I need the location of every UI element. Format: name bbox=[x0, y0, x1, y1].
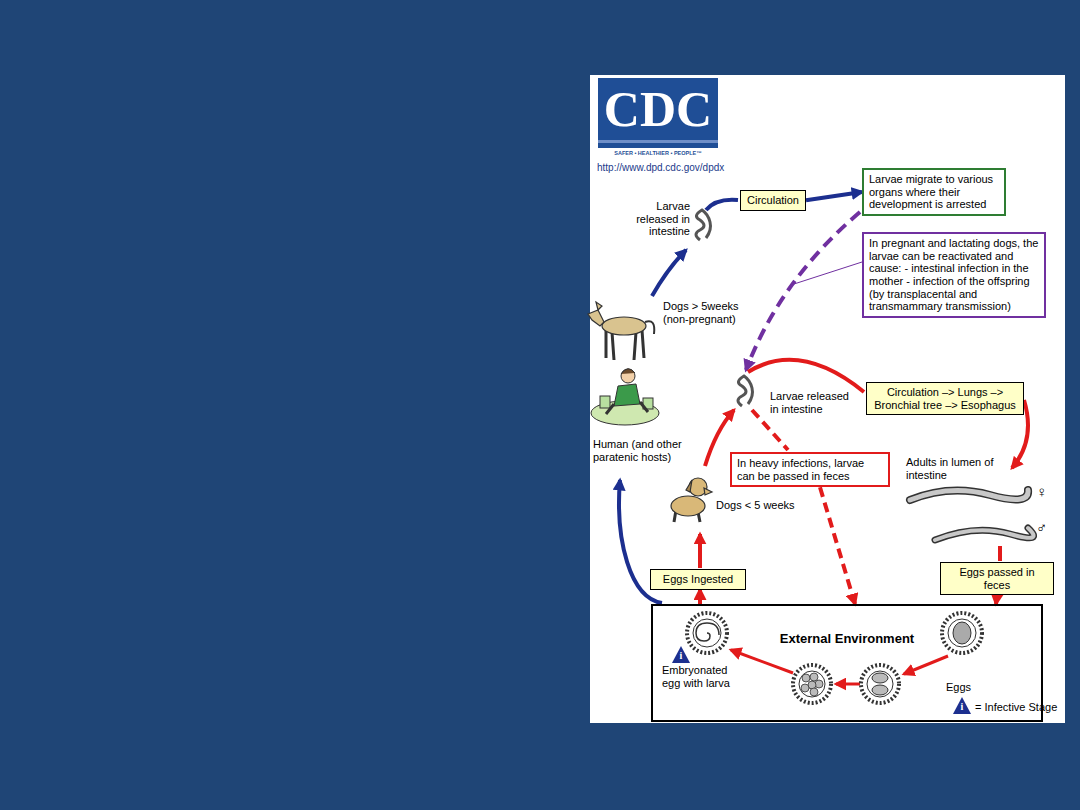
process-box: Eggs passed in feces bbox=[940, 562, 1054, 595]
eggs-part bbox=[793, 665, 831, 703]
cdc-logo-part bbox=[598, 78, 718, 148]
stage-note-box: In heavy infections, larvae can be passe… bbox=[730, 452, 890, 487]
eggs bbox=[687, 613, 982, 703]
eggs-part-part bbox=[810, 688, 818, 696]
eggs-part bbox=[693, 619, 721, 647]
node-text: Circulation –> Lungs –> Bronchial tree –… bbox=[872, 386, 1018, 411]
process-box: Circulation bbox=[740, 190, 806, 211]
stage-label: Adults in lumen of intestine bbox=[906, 456, 998, 481]
adult-worms-part bbox=[910, 490, 1028, 500]
adult-worms bbox=[910, 490, 1034, 540]
host-label: Human (and other paratenic hosts) bbox=[593, 438, 693, 463]
node-text: In heavy infections, larvae can be passe… bbox=[737, 457, 883, 482]
host-label: Dogs > 5weeks (non-pregnant) bbox=[663, 300, 755, 325]
human-child bbox=[591, 369, 659, 425]
puppy bbox=[671, 478, 712, 522]
puppy-part bbox=[671, 496, 705, 516]
human-child-part bbox=[614, 384, 640, 406]
node-text: In pregnant and lactating dogs, the larv… bbox=[869, 237, 1039, 313]
eggs-part bbox=[953, 622, 971, 644]
eggs-part bbox=[696, 623, 719, 641]
flow-arrow bbox=[820, 487, 855, 604]
puppy-part bbox=[686, 480, 692, 492]
eggs-part bbox=[872, 685, 888, 695]
node-text: Eggs Ingested bbox=[656, 573, 740, 586]
red-arrows-part bbox=[752, 410, 788, 450]
stage-label: Eggs bbox=[946, 681, 986, 694]
logo-text: CDC bbox=[598, 84, 718, 134]
human-child-part bbox=[621, 369, 635, 374]
eggs-part bbox=[942, 613, 982, 653]
sex-symbol: ♀ bbox=[1036, 483, 1052, 500]
adult-worms-part bbox=[935, 528, 1034, 540]
red-arrows-part bbox=[836, 683, 860, 686]
purple-dashed-arrow-part bbox=[794, 262, 862, 284]
eggs-part-part bbox=[801, 684, 809, 692]
eggs-part-part bbox=[810, 673, 818, 681]
eggs-part bbox=[687, 613, 727, 653]
blue-arrows-part bbox=[706, 200, 738, 210]
node-text: Circulation bbox=[746, 194, 800, 207]
human-child-part bbox=[621, 369, 635, 383]
infective-icon-letter: i bbox=[676, 650, 686, 662]
adult-dog bbox=[588, 302, 654, 360]
infective-stage-icon-part bbox=[953, 697, 971, 714]
adult-worms-part bbox=[910, 490, 1028, 500]
adult-worms-part bbox=[935, 528, 1034, 540]
adult-dog-part bbox=[588, 310, 604, 326]
eggs-part bbox=[872, 673, 888, 683]
node-text: Eggs passed in feces bbox=[946, 566, 1048, 591]
process-box: Circulation –> Lungs –> Bronchial tree –… bbox=[866, 382, 1024, 415]
eggs-part bbox=[799, 671, 825, 697]
red-arrows-part bbox=[748, 360, 864, 392]
node-text: Larvae migrate to various organs where t… bbox=[869, 173, 999, 211]
larva-part bbox=[696, 210, 711, 240]
flow-arrow bbox=[698, 590, 702, 604]
host-label: Dogs < 5 weeks bbox=[716, 499, 816, 512]
eggs-part bbox=[861, 665, 899, 703]
larva-part bbox=[738, 376, 753, 406]
stage-label: Larvae released in intestine bbox=[770, 390, 856, 415]
stage-label: Embryonated egg with larva bbox=[662, 664, 746, 689]
flow-arrow bbox=[806, 192, 862, 200]
stage-note-box: Larvae migrate to various organs where t… bbox=[862, 168, 1006, 216]
process-box: Eggs Ingested bbox=[650, 569, 746, 590]
adult-dog-part bbox=[602, 317, 646, 335]
flow-arrow bbox=[996, 595, 997, 604]
human-child-part bbox=[600, 396, 610, 408]
adult-dog-part bbox=[596, 302, 602, 310]
eggs-part bbox=[867, 671, 893, 697]
puppy-part bbox=[704, 488, 712, 495]
legend-text: = Infective Stage bbox=[975, 701, 1063, 714]
cdc-logo-part bbox=[598, 140, 718, 143]
white-panel bbox=[590, 75, 1065, 723]
purple-dashed-arrow bbox=[746, 212, 862, 370]
red-arrows-part bbox=[698, 534, 702, 568]
blue-arrows-part bbox=[652, 250, 686, 296]
infective-stage-icon-part bbox=[672, 646, 690, 663]
stage-note-box: In pregnant and lactating dogs, the larv… bbox=[862, 232, 1046, 318]
red-arrows-part bbox=[731, 650, 793, 673]
stage-label: Larvae released in intestine bbox=[626, 200, 690, 238]
node-text: External Environment bbox=[658, 632, 1036, 647]
url-text: http://www.dpd.cdc.gov/dpdx bbox=[597, 162, 767, 174]
eggs-part-part bbox=[802, 674, 810, 682]
purple-dashed-arrow-part bbox=[746, 212, 860, 370]
eggs-part bbox=[948, 619, 976, 647]
sex-symbol: ♂ bbox=[1036, 519, 1052, 536]
eggs-part bbox=[801, 673, 823, 696]
logo-tagline: SAFER • HEALTHIER • PEOPLE™ bbox=[598, 151, 718, 157]
infective-icon-letter: i bbox=[957, 701, 967, 713]
human-child-part bbox=[606, 402, 648, 414]
cdc-logo bbox=[598, 78, 718, 148]
red-arrows-part bbox=[998, 546, 1002, 561]
red-arrows-part bbox=[904, 656, 948, 674]
adult-dog-part bbox=[645, 321, 654, 334]
